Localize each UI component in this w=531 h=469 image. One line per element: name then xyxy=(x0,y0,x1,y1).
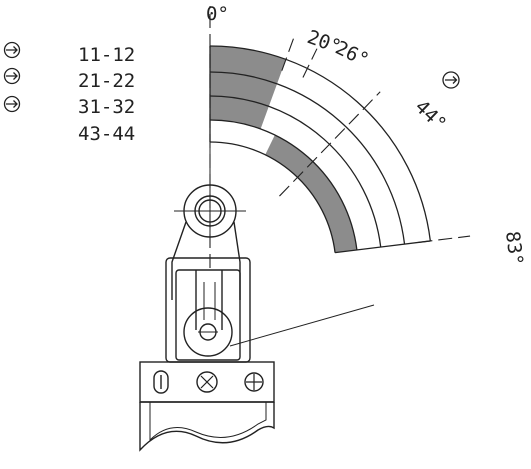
screw-slot-icon xyxy=(153,370,169,394)
ring-arc xyxy=(209,119,358,251)
ring-arc xyxy=(209,95,382,248)
screw-cross-icon xyxy=(196,371,218,393)
angle-label-26: 26° xyxy=(332,37,372,72)
band-closed-43-44 xyxy=(265,134,357,253)
ring-arc xyxy=(209,71,406,245)
ring-arc xyxy=(209,141,336,253)
angle-label-83: 83° xyxy=(501,230,527,267)
screw-plus-icon xyxy=(244,372,264,392)
contact-label-1: 11-12 xyxy=(78,44,135,66)
direction-arrow-icon xyxy=(442,71,460,89)
travel-bands xyxy=(209,45,431,254)
contact-label-4: 43-44 xyxy=(78,123,135,145)
band-closed-21-22 xyxy=(210,72,278,107)
direction-arrow-icon xyxy=(3,41,21,59)
contact-label-3: 31-32 xyxy=(78,96,135,118)
ring-arc xyxy=(209,45,431,242)
pivot-icon xyxy=(183,307,233,357)
direction-arrow-icon xyxy=(3,67,21,85)
contact-legend: 11-12 21-22 31-32 43-44 xyxy=(3,41,135,145)
contact-label-2: 21-22 xyxy=(78,70,135,92)
angle-label-0: 0° xyxy=(206,3,229,25)
angle-label-44: 44° xyxy=(411,96,451,136)
dash-line-44 xyxy=(279,91,381,197)
roller-lever-switch xyxy=(139,130,375,452)
dash-line-20 xyxy=(281,34,296,71)
direction-arrow-icon xyxy=(3,95,21,113)
dash-line-26 xyxy=(302,48,318,78)
band-closed-11-12 xyxy=(210,46,286,84)
dash-line-83 xyxy=(418,235,471,243)
band-edge-83 xyxy=(334,240,431,254)
